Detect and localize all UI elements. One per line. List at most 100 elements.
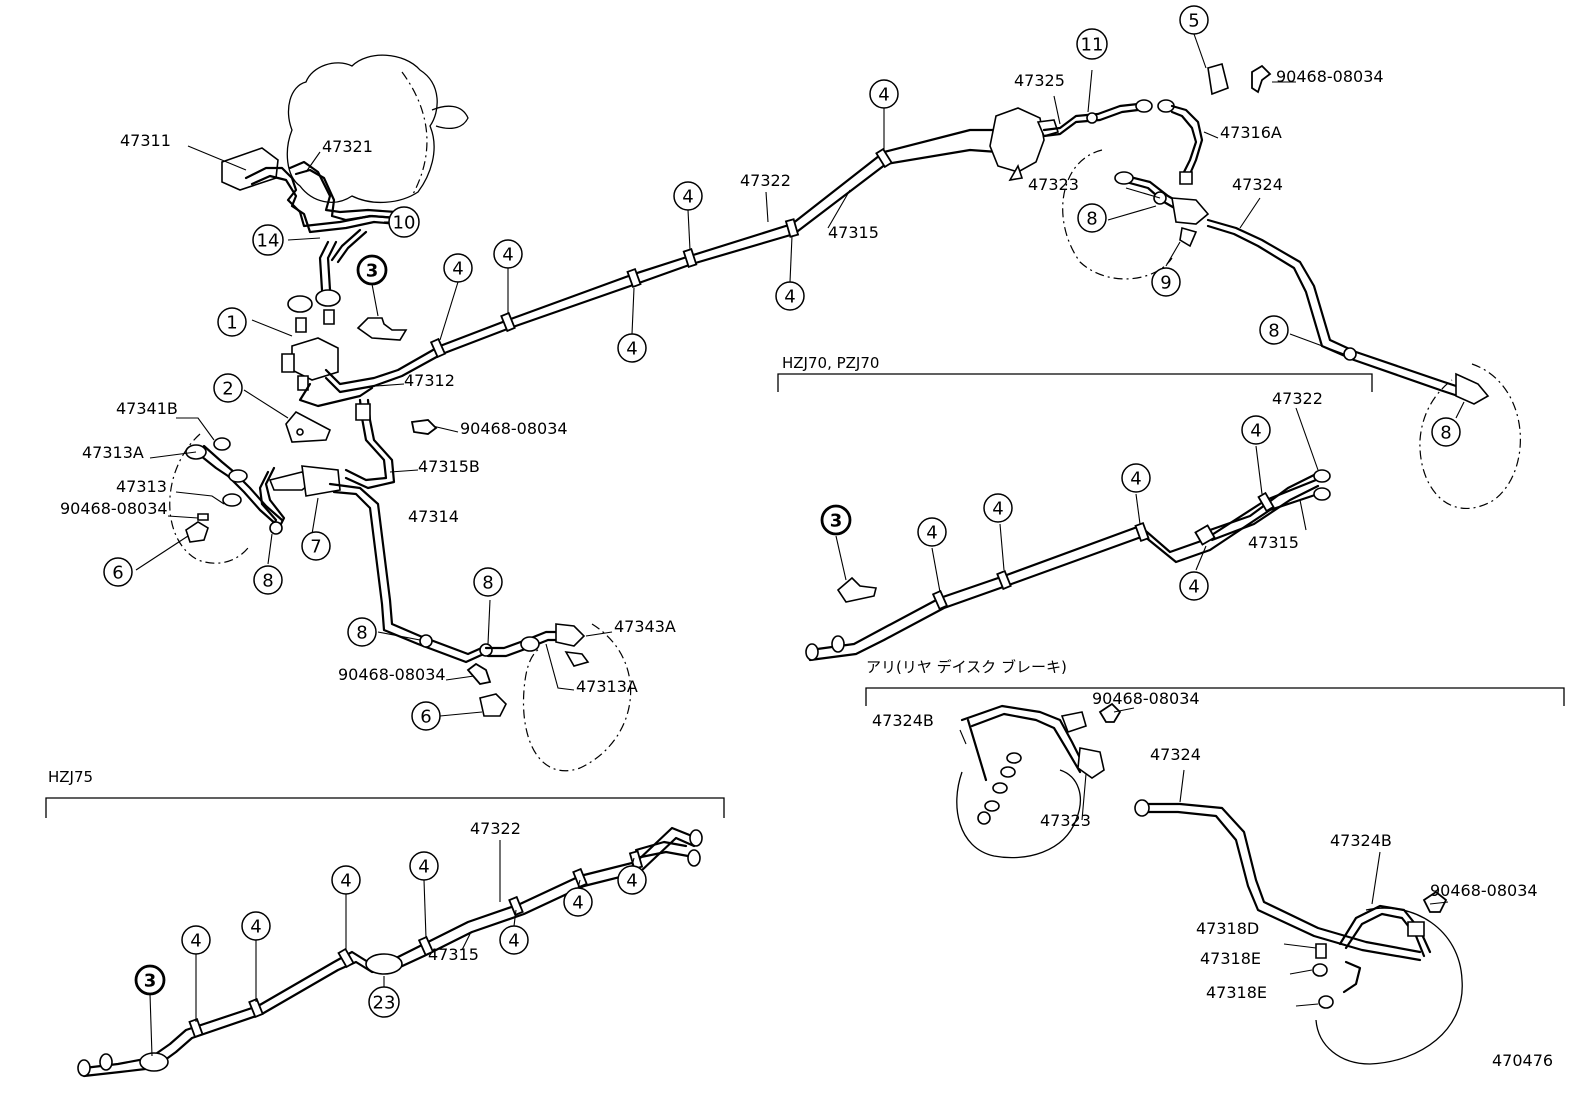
callout-number: 9 [1160, 273, 1171, 294]
part-label-l47311: 47311 [120, 131, 171, 150]
callout-number: 8 [262, 571, 273, 592]
main-tube-clamps [429, 108, 893, 359]
rear-disc-group [956, 702, 1463, 1065]
callout-14: 14 [252, 224, 284, 256]
part-label-l47324a: 47324 [1232, 175, 1283, 194]
callout-4: 4 [983, 493, 1013, 523]
callout-circle [1179, 5, 1209, 35]
hzj70-tube-group [805, 407, 1331, 662]
callout-number: 5 [1188, 11, 1199, 32]
part-label-l90468a: 90468-08034 [460, 419, 568, 438]
callout-circle [617, 333, 647, 363]
section-label-hzj70: HZJ70, PZJ70 [782, 354, 879, 372]
callout-6: 6 [411, 701, 441, 731]
hzj75-tube-group [77, 826, 703, 1078]
callout-number: 4 [626, 871, 637, 892]
callout-circle [409, 851, 439, 881]
part-label-l47324B2: 47324B [1330, 831, 1392, 850]
callout-number: 8 [356, 623, 367, 644]
part-label-l90468e: 90468-08034 [1092, 689, 1200, 708]
callout-10: 10 [388, 206, 420, 238]
callout-circle [252, 224, 284, 256]
callout-4: 4 [1121, 463, 1151, 493]
callout-4: 4 [673, 181, 703, 211]
part-label-l47322c: 47322 [470, 819, 521, 838]
callout-4: 4 [493, 239, 523, 269]
callout-circle [217, 307, 247, 337]
callout-circle [473, 567, 503, 597]
callout-number: 10 [393, 213, 416, 234]
callout-circle [356, 254, 388, 286]
callout-8: 8 [473, 567, 503, 597]
callout-4: 4 [617, 333, 647, 363]
callout-number: 8 [1268, 321, 1279, 342]
callout-3: 3 [356, 254, 388, 286]
callout-circle [253, 565, 283, 595]
callout-4: 4 [331, 865, 361, 895]
callout-circle [493, 239, 523, 269]
callout-number: 4 [452, 259, 463, 280]
master-cylinder-tubes [187, 145, 400, 333]
callout-number: 4 [340, 871, 351, 892]
callout-number: 3 [830, 511, 843, 532]
callout-circle [869, 79, 899, 109]
part-label-l47314: 47314 [408, 507, 459, 526]
clip-3-top [356, 283, 408, 341]
callout-1: 1 [217, 307, 247, 337]
callout-number: 4 [682, 187, 693, 208]
callout-11: 11 [1076, 28, 1108, 60]
callout-7: 7 [301, 531, 331, 561]
callout-number: 23 [373, 993, 396, 1014]
callout-circle [617, 865, 647, 895]
callout-circle [673, 181, 703, 211]
callout-number: 4 [1130, 469, 1141, 490]
callout-circle [241, 911, 271, 941]
callout-4: 4 [241, 911, 271, 941]
callout-4: 4 [499, 925, 529, 955]
callout-4: 4 [775, 281, 805, 311]
part-label-l47315B: 47315B [418, 457, 480, 476]
callout-circle [368, 986, 400, 1018]
callout-circle [1431, 417, 1461, 447]
callout-8: 8 [1077, 203, 1107, 233]
callout-number: 4 [784, 287, 795, 308]
callout-23: 23 [368, 986, 400, 1018]
callout-number: 4 [1250, 421, 1261, 442]
callout-3: 3 [820, 504, 852, 536]
callout-circle [1121, 463, 1151, 493]
callout-circle [1077, 203, 1107, 233]
tube-47314 [328, 482, 632, 772]
callout-4: 4 [917, 517, 947, 547]
part-label-l90468f: 90468-08034 [1430, 881, 1538, 900]
callout-circle [134, 964, 166, 996]
callout-circle [1259, 315, 1289, 345]
front-left-hose-group [135, 417, 341, 571]
bracket-2 [243, 389, 332, 443]
callout-number: 11 [1081, 35, 1104, 56]
callout-2: 2 [213, 373, 243, 403]
callout-8: 8 [253, 565, 283, 595]
callout-number: 8 [1440, 423, 1451, 444]
section-label-rear-disc: アリ(リヤ デイスク ブレーキ) [866, 658, 1067, 676]
callout-4: 4 [443, 253, 473, 283]
callout-5: 5 [1179, 5, 1209, 35]
callout-number: 4 [878, 85, 889, 106]
part-label-l47321: 47321 [322, 137, 373, 156]
callout-circle [301, 531, 331, 561]
callout-8: 8 [347, 617, 377, 647]
callout-number: 14 [257, 231, 280, 252]
part-label-l47315a: 47315 [828, 223, 879, 242]
part-label-l47313A2: 47313A [576, 677, 638, 696]
callout-number: 4 [626, 339, 637, 360]
callout-circle [563, 887, 593, 917]
brake-booster [286, 54, 469, 204]
callout-circle [1241, 415, 1271, 445]
part-label-l47323a: 47323 [1028, 175, 1079, 194]
callout-circle [1179, 571, 1209, 601]
callout-3: 3 [134, 964, 166, 996]
part-label-lcode: 470476 [1492, 1051, 1553, 1070]
part-label-l90468d: 90468-08034 [1276, 67, 1384, 86]
section-brackets: HZJ70, PZJ70 アリ(リヤ デイスク ブレーキ) HZJ75 [45, 354, 1565, 818]
